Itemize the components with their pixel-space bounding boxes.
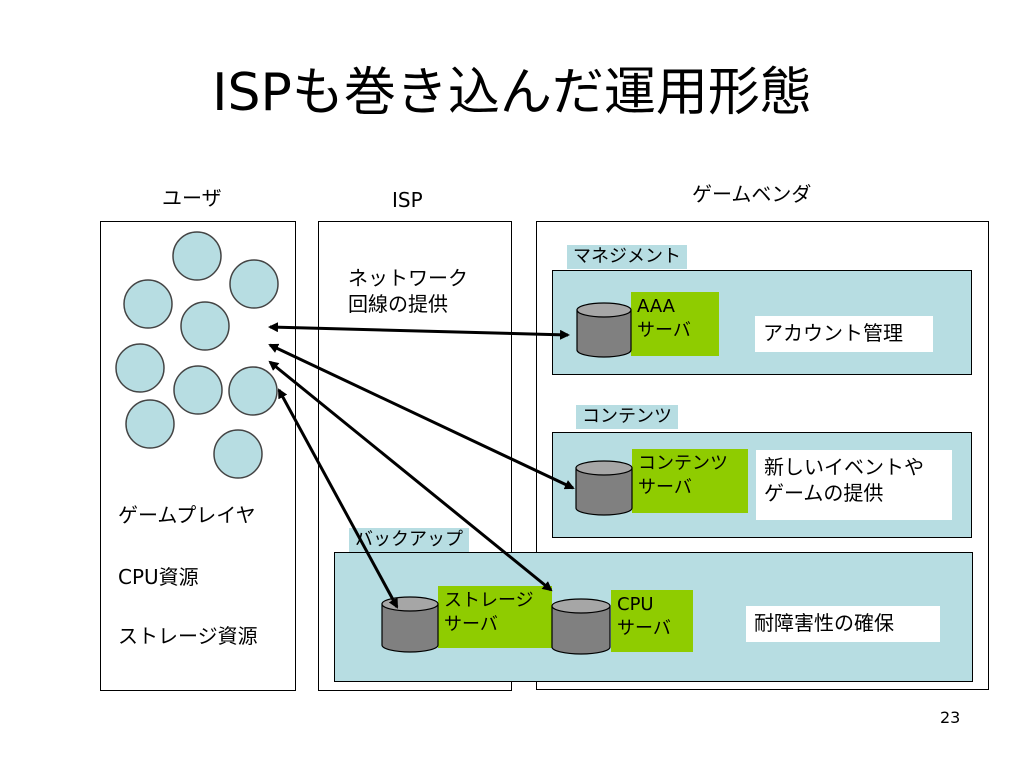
arrow-user-cpu: [268, 360, 553, 592]
account-management-label: アカウント管理: [755, 316, 933, 352]
fault-tolerance-label: 耐障害性の確保: [746, 606, 940, 642]
content-tag: コンテンツ: [576, 405, 678, 429]
user-item-storage-resource: ストレージ資源: [118, 624, 258, 648]
new-events-label: 新しいイベントや ゲームの提供: [756, 450, 952, 520]
user-circle: [173, 365, 223, 415]
user-circle: [213, 429, 263, 479]
user-item-cpu-resource: CPU資源: [118, 565, 199, 589]
cpu-server-label: CPU サーバ: [611, 590, 693, 652]
management-tag: マネジメント: [567, 245, 687, 269]
page-number: 23: [940, 708, 961, 727]
column-heading-user: ユーザ: [162, 186, 222, 210]
network-provision-text: ネットワーク 回線の提供: [348, 266, 468, 316]
user-circle: [115, 343, 165, 393]
user-circle: [180, 301, 230, 351]
user-circle: [125, 399, 175, 449]
content-server-label: コンテンツ サーバ: [632, 449, 748, 513]
content-server-cylinder: [575, 460, 633, 516]
arrow-user-content: [268, 343, 575, 490]
column-heading-isp: ISP: [392, 188, 423, 212]
aaa-server-cylinder: [576, 302, 632, 358]
storage-server-label: ストレージ サーバ: [438, 586, 552, 648]
user-circle: [123, 279, 173, 329]
arrow-user-aaa: [268, 322, 570, 340]
slide-title: ISPも巻き込んだ運用形態: [212, 63, 812, 123]
user-circle: [229, 259, 279, 309]
user-circle: [228, 366, 278, 416]
user-item-game-player: ゲームプレイヤ: [118, 503, 256, 527]
cpu-server-cylinder: [551, 598, 611, 655]
aaa-server-label: AAA サーバ: [631, 292, 719, 356]
arrow-user-storage: [277, 388, 399, 609]
column-heading-game-vendor: ゲームベンダ: [692, 182, 812, 206]
storage-server-cylinder: [381, 596, 439, 653]
user-circle: [172, 231, 222, 281]
